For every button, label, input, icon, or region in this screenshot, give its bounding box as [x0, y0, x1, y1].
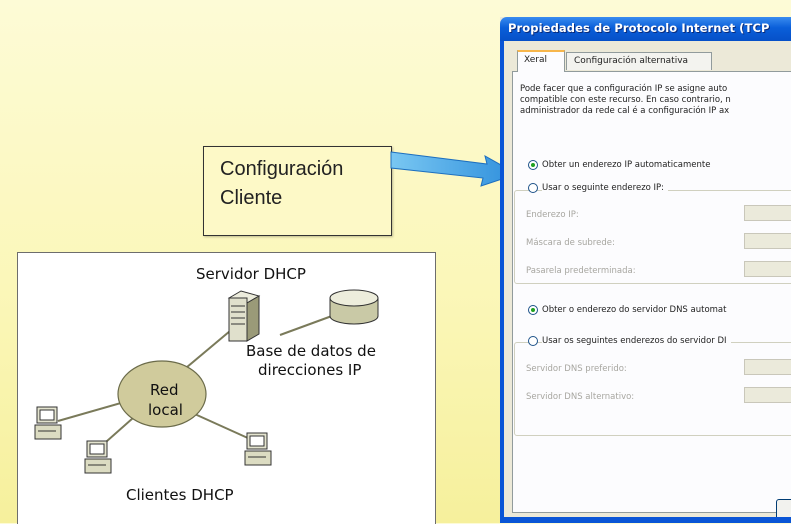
configuration-callout: Configuración Cliente	[203, 146, 392, 236]
ip-auto-radio[interactable]	[528, 160, 538, 170]
alternate-dns-field[interactable]	[744, 387, 791, 403]
arrow-icon	[390, 151, 519, 187]
dhcp-diagram: Servidor DHCP Base de datos de direccion…	[17, 252, 436, 524]
server-label: Servidor DHCP	[196, 265, 306, 283]
default-gateway-label: Pasarela predeterminada:	[526, 266, 636, 276]
server-icon	[227, 290, 261, 342]
database-icon	[329, 289, 379, 325]
tab-xeral[interactable]: Xeral	[517, 50, 565, 72]
description-line-3: administrador da rede cal é a configurac…	[520, 106, 730, 116]
preferred-dns-field[interactable]	[744, 359, 791, 375]
tcp-ip-properties-dialog: Propiedades de Protocolo Internet (TCP C…	[500, 17, 791, 523]
subnet-mask-label: Máscara de subrede:	[526, 238, 615, 248]
dialog-titlebar[interactable]: Propiedades de Protocolo Internet (TCP	[500, 17, 791, 41]
window-frame-bottom	[500, 517, 791, 523]
description-line-1: Pode facer que a configuración IP se asi…	[520, 84, 728, 94]
tab-configuracion-alternativa[interactable]: Configuración alternativa	[566, 52, 712, 70]
network-label-line-1: Red	[150, 381, 179, 399]
subnet-mask-field[interactable]	[744, 233, 791, 249]
ip-address-field[interactable]	[744, 205, 791, 221]
client-computer-icon	[34, 406, 62, 440]
default-gateway-field[interactable]	[744, 261, 791, 277]
clients-label: Clientes DHCP	[126, 486, 234, 504]
ip-address-label: Enderezo IP:	[526, 210, 579, 220]
dns-auto-label[interactable]: Obter o enderezo do servidor DNS automat	[542, 305, 727, 315]
db-label-line-1: Base de datos de	[246, 342, 376, 360]
window-frame	[500, 41, 504, 523]
callout-line-1: Configuración	[220, 158, 344, 180]
alternate-dns-label: Servidor DNS alternativo:	[526, 392, 635, 402]
network-label-line-2: local	[148, 401, 183, 419]
preferred-dns-label: Servidor DNS preferido:	[526, 364, 627, 374]
db-label-line-2: direcciones IP	[258, 361, 362, 379]
ip-manual-label[interactable]: Usar o seguinte enderezo IP:	[542, 183, 669, 193]
tab-panel	[512, 71, 791, 513]
dns-auto-radio[interactable]	[528, 305, 538, 315]
client-computer-icon	[84, 440, 112, 474]
dns-manual-label[interactable]: Usar os seguintes enderezos do servidor …	[542, 336, 731, 346]
dialog-title: Propiedades de Protocolo Internet (TCP	[508, 21, 770, 35]
client-computer-icon	[244, 432, 272, 466]
dns-manual-radio[interactable]	[528, 336, 538, 346]
ip-auto-label[interactable]: Obter un enderezo IP automaticamente	[542, 160, 711, 170]
local-network-ellipse	[117, 360, 207, 428]
ip-manual-radio[interactable]	[528, 183, 538, 193]
callout-line-2: Cliente	[220, 187, 283, 209]
description-line-2: compatible con este recurso. En caso con…	[520, 95, 731, 105]
